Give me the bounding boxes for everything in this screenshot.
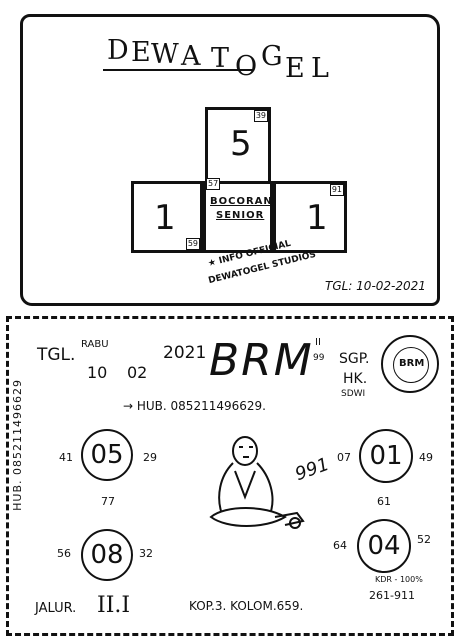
- circle-bottom-left-left-num: 56: [57, 547, 71, 560]
- box-top: 5 39: [205, 107, 271, 185]
- roman-mark-sub: 99: [313, 353, 325, 363]
- circle-bottom-right-left-num: 64: [333, 539, 347, 552]
- box-center-corner: 57: [206, 178, 221, 190]
- box-left-value: 1: [154, 198, 176, 238]
- circle-bottom-right-value: 04: [367, 531, 401, 561]
- market-hk: HK.: [343, 371, 368, 387]
- hub-phone: → HUB. 085211496629.: [123, 399, 266, 413]
- circle-top-left-value: 05: [90, 440, 124, 470]
- circle-top-right-right-num: 49: [419, 451, 433, 464]
- box-right-corner: 91: [329, 184, 344, 196]
- brm-title: BRM: [209, 335, 314, 386]
- date-year: 2021: [163, 343, 207, 363]
- brand-letter-d: D: [107, 35, 131, 66]
- brand-letter-l: L: [311, 53, 331, 84]
- date-month: 02: [127, 363, 148, 382]
- box-top-value: 5: [230, 124, 252, 164]
- monk-illustration: [209, 436, 305, 529]
- circle-top-right-left-num: 07: [337, 451, 351, 464]
- jalur-label: JALUR.: [35, 601, 77, 616]
- box-left: 1 59: [131, 181, 203, 253]
- brand-letter-w: W: [151, 39, 181, 70]
- kop-kolom: KOP.3. KOLOM.659.: [189, 599, 304, 613]
- prediction-card-bottom: HUB. 085211496629 TGL. RABU 10 02 2021 B…: [6, 316, 454, 636]
- brand-underline: [103, 69, 253, 71]
- brand-letter-e: E: [131, 37, 153, 68]
- brand-letter-a: A: [181, 41, 203, 72]
- circle-top-left: 05: [81, 429, 133, 481]
- brand-letter-g: G: [261, 41, 285, 72]
- kdr-label: KDR - 100%: [375, 575, 423, 584]
- market-sgp: SGP.: [339, 351, 370, 367]
- circle-top-right-value: 01: [369, 441, 403, 471]
- roman-mark: II: [315, 337, 321, 348]
- box-left-corner: 59: [185, 238, 200, 250]
- circle-bottom-left-right-num: 32: [139, 547, 153, 560]
- seal-text: BRM: [399, 358, 425, 369]
- kdr-value: 261-911: [369, 589, 415, 602]
- prediction-card-top: D E W A T O G E L 5 39 1 59 57 BOCORAN S…: [20, 14, 440, 306]
- brand-letter-t: T: [211, 43, 232, 74]
- connector-right: 61: [377, 495, 391, 508]
- box-center: 57 BOCORAN SENIOR: [203, 178, 273, 253]
- center-label-1: BOCORAN: [210, 196, 273, 207]
- brand-letter-o: O: [235, 51, 260, 82]
- date-day: 10: [87, 363, 108, 382]
- box-top-corner: 39: [253, 110, 268, 122]
- circle-bottom-left-value: 08: [90, 540, 124, 570]
- circle-bottom-right-right-num: 52: [417, 533, 431, 546]
- circle-bottom-left: 08: [81, 529, 133, 581]
- side-hub-text: HUB. 085211496629: [11, 379, 24, 511]
- top-card-date: TGL: 10-02-2021: [325, 279, 426, 293]
- circle-top-left-left-num: 41: [59, 451, 73, 464]
- tgl-label: TGL.: [37, 345, 76, 365]
- circle-top-right: 01: [359, 429, 413, 483]
- market-sdwi: SDWI: [341, 389, 366, 399]
- brm-seal: BRM: [381, 335, 439, 393]
- circle-top-left-right-num: 29: [143, 451, 157, 464]
- jalur-value: II.I: [97, 593, 131, 618]
- box-right: 1 91: [273, 181, 347, 253]
- circle-bottom-right: 04: [357, 519, 411, 573]
- center-label-2: SENIOR: [216, 210, 265, 221]
- connector-left: 77: [101, 495, 115, 508]
- brand-letter-e2: E: [285, 53, 307, 84]
- day-label: RABU: [81, 339, 109, 350]
- official-stamp: ★ INFO OFFICIAL DEWATOGEL STUDIOS: [193, 239, 323, 287]
- box-right-value: 1: [306, 198, 328, 238]
